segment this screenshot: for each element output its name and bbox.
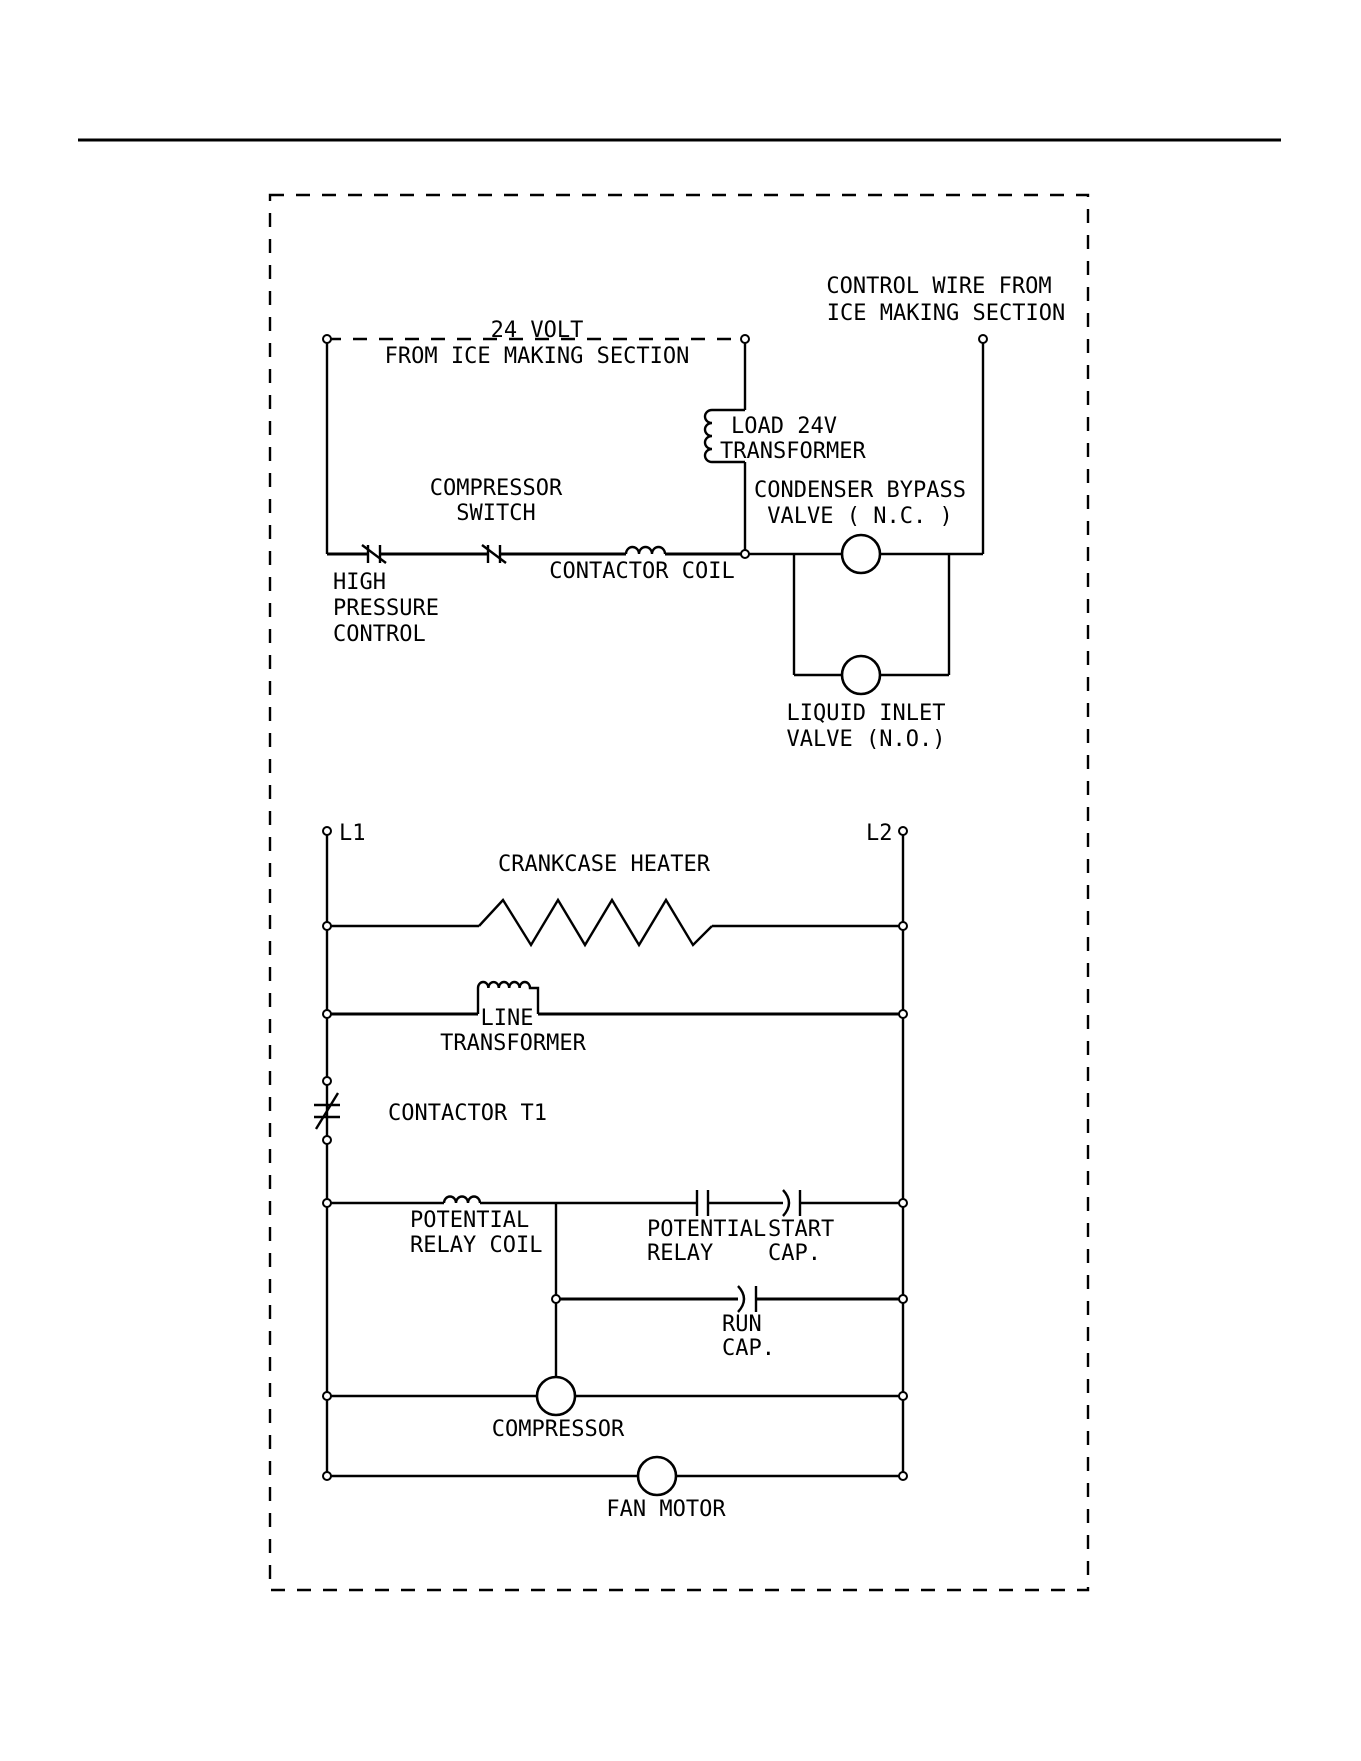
terminal-control-wire [978, 334, 988, 344]
label-condenser-bypass-1: CONDENSER BYPASS [754, 478, 966, 503]
label-liquid-inlet-1: LIQUID INLET [787, 701, 946, 726]
liquid-inlet-valve [840, 654, 882, 696]
potential-relay-contact [695, 1190, 710, 1216]
enclosure-border [268, 193, 1090, 1592]
junction-heater-l2 [898, 921, 908, 931]
label-l2: L2 [866, 821, 893, 846]
terminal-24v-right [740, 334, 750, 344]
label-potential-relay-1: POTENTIAL [647, 1217, 766, 1242]
contactor-t1-terminal-top [322, 1076, 332, 1086]
line-transformer [476, 980, 540, 1014]
label-start-cap-1: START [768, 1217, 834, 1242]
label-potential-relay-coil-2: RELAY COIL [410, 1233, 542, 1258]
junction-runcap-l2 [898, 1294, 908, 1304]
potential-relay-coil [442, 1195, 482, 1204]
label-contactor-t1: CONTACTOR T1 [388, 1101, 547, 1126]
label-liquid-inlet-2: VALVE (N.O.) [787, 727, 946, 752]
label-potential-relay-coil-1: POTENTIAL [410, 1208, 529, 1233]
label-start-cap-2: CAP. [768, 1241, 821, 1266]
run-capacitor [737, 1285, 758, 1313]
crankcase-heater [478, 897, 713, 948]
label-load-24v: LOAD 24V [731, 414, 837, 439]
junction-heater-l1 [322, 921, 332, 931]
label-crankcase-heater: CRANKCASE HEATER [498, 852, 711, 877]
start-capacitor [782, 1189, 802, 1217]
control-circuit [322, 334, 988, 696]
terminal-24v-left [322, 334, 332, 344]
junction-fan-l2 [898, 1471, 908, 1481]
label-compressor: COMPRESSOR [492, 1417, 625, 1442]
label-control-wire-1: CONTROL WIRE FROM [826, 274, 1051, 299]
contactor-t1-contact [314, 1085, 340, 1136]
label-line-transformer-2: TRANSFORMER [440, 1031, 586, 1056]
label-potential-relay-2: RELAY [647, 1241, 713, 1266]
label-condenser-bypass-2: VALVE ( N.C. ) [767, 504, 952, 529]
label-from-ice-making-section: FROM ICE MAKING SECTION [385, 344, 690, 369]
junction-contactor-right [740, 549, 750, 559]
junction-transformer-l2 [898, 1009, 908, 1019]
contactor-t1-terminal-bottom [322, 1135, 332, 1145]
junction-relay-l2 [898, 1198, 908, 1208]
junction-runcap-left [551, 1294, 561, 1304]
terminal-l2 [898, 826, 908, 836]
junction-transformer-l1 [322, 1009, 332, 1019]
label-high-pressure-2: PRESSURE [333, 596, 439, 621]
label-high-pressure-3: CONTROL [333, 622, 426, 647]
junction-relay-l1 [322, 1198, 332, 1208]
label-l1: L1 [339, 821, 366, 846]
junction-compressor-l1 [322, 1391, 332, 1401]
label-run-cap-1: RUN [722, 1312, 762, 1337]
label-line-transformer-1: LINE [481, 1006, 534, 1031]
power-circuit [314, 826, 908, 1497]
label-fan-motor: FAN MOTOR [606, 1497, 726, 1522]
label-compressor-switch-2: SWITCH [456, 501, 535, 526]
junction-compressor-l2 [898, 1391, 908, 1401]
terminal-l1 [322, 826, 332, 836]
fan-motor [636, 1455, 678, 1497]
label-contactor-coil: CONTACTOR COIL [549, 559, 734, 584]
load-24v-transformer [703, 408, 745, 464]
contactor-coil [624, 545, 667, 555]
condenser-bypass-valve [840, 533, 882, 575]
label-24-volt: 24 VOLT [491, 318, 584, 343]
label-compressor-switch-1: COMPRESSOR [430, 476, 563, 501]
label-load-transformer: TRANSFORMER [720, 439, 866, 464]
label-high-pressure-1: HIGH [333, 570, 386, 595]
compressor-motor [535, 1375, 577, 1417]
junction-fan-l1 [322, 1471, 332, 1481]
labels: 24 VOLT FROM ICE MAKING SECTION CONTROL … [333, 274, 1065, 1522]
label-run-cap-2: CAP. [722, 1336, 775, 1361]
label-control-wire-2: ICE MAKING SECTION [827, 301, 1065, 326]
